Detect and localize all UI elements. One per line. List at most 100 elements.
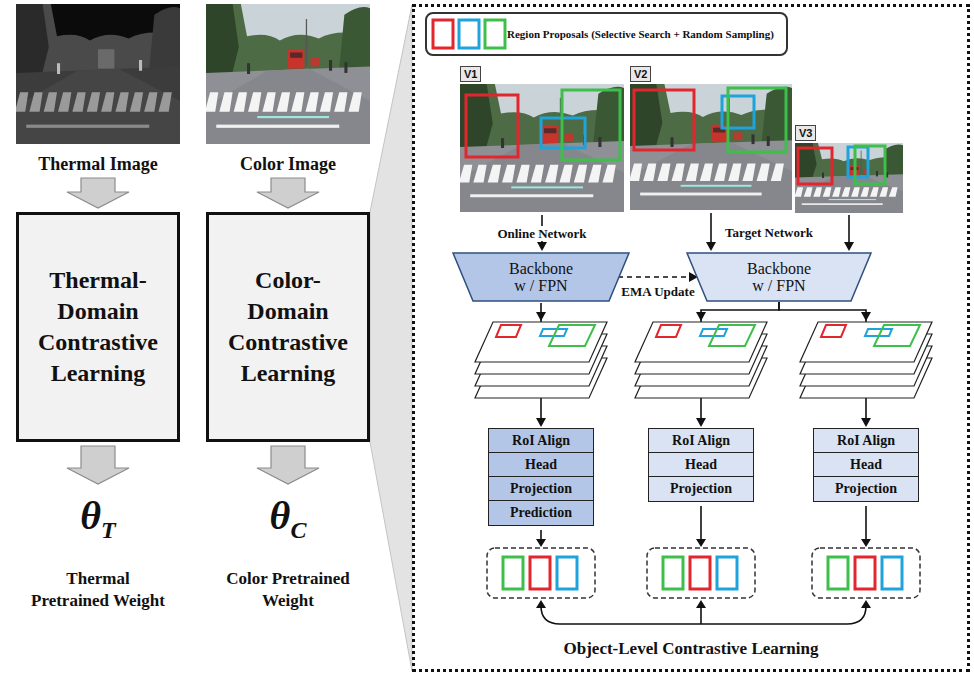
- view-tag: V3: [795, 125, 816, 141]
- proposal-boxes-rect: [634, 90, 694, 150]
- box-title: Thermal-Domain Contrastive Learning: [25, 265, 171, 390]
- theta-symbol: θ: [80, 493, 101, 538]
- connector: [67, 446, 129, 484]
- output-groups-use: [487, 548, 595, 598]
- layer-name: Projection: [489, 477, 593, 501]
- output-arrowheads-polygon: [696, 539, 706, 547]
- proposal-key-box: Region Proposals (Selective Search + Ran…: [425, 12, 788, 56]
- view-image: V1: [460, 66, 624, 214]
- weight-output: θT Thermal Pretrained Weight: [12, 488, 184, 638]
- connector-line: [710, 213, 712, 243]
- weight-label: Thermal Pretrained Weight: [28, 568, 168, 612]
- feature-maps-use: [800, 312, 932, 398]
- contrast-arrows-polygon: [696, 600, 706, 608]
- photo-images-use: [15, 4, 180, 144]
- feature-maps: [475, 312, 932, 398]
- connector: [257, 178, 319, 208]
- block-arrow: [257, 446, 319, 484]
- layer-stack: RoI AlignHeadProjection: [813, 428, 919, 502]
- edge-label: Online Network: [494, 226, 589, 241]
- block-arrow: [257, 178, 319, 208]
- connector: [844, 215, 854, 251]
- arrowhead: [536, 418, 546, 427]
- proposal-boxes-rect: [562, 90, 620, 160]
- photo-images-use: [205, 4, 370, 144]
- view-tag: V2: [630, 66, 651, 82]
- connector: [67, 178, 129, 208]
- feature-maps-use: [475, 312, 607, 398]
- proposal-boxes-rect: [433, 20, 453, 48]
- backbone-label: Backbone w / FPN: [740, 260, 818, 294]
- photo-images-use: [629, 84, 792, 210]
- edge-label-holder: EMA Update: [618, 282, 697, 300]
- edge-label-holder: Target Network: [722, 223, 816, 241]
- arrowhead: [696, 418, 706, 427]
- backbone-trapezoid: Backbone w / FPN: [452, 252, 630, 302]
- photo-images-use: [794, 143, 903, 213]
- connector-line: [618, 276, 690, 278]
- process-box: Thermal-Domain Contrastive Learning: [16, 212, 180, 442]
- edge-label: EMA Update: [618, 284, 697, 299]
- proposal-key-text: Region Proposals (Selective Search + Ran…: [507, 28, 774, 40]
- layer-name: RoI Align: [649, 429, 753, 453]
- proposal-boxes-rect: [466, 95, 518, 157]
- image-panel: Thermal Image: [12, 4, 184, 174]
- proposal-boxes-rect: [459, 20, 479, 48]
- arrowhead: [861, 418, 871, 427]
- connector: [706, 213, 716, 251]
- connector: [257, 446, 319, 484]
- proposal-boxes-rect: [855, 146, 885, 184]
- edge-label: Target Network: [722, 225, 816, 240]
- proposal-boxes: [433, 20, 885, 184]
- output-arrowheads-polygon: [861, 539, 871, 547]
- theta-symbol: θ: [270, 493, 291, 538]
- contrast-arrows-polygon: [861, 600, 871, 608]
- image-caption: Thermal Image: [38, 154, 157, 174]
- block-arrow: [67, 446, 129, 484]
- layer-name: Prediction: [489, 501, 593, 525]
- theta-subscript: T: [101, 517, 116, 543]
- block-arrow: [67, 178, 129, 208]
- contrast-arrows: [536, 600, 871, 624]
- output-groups: [487, 548, 920, 598]
- view-image: V3: [795, 125, 903, 214]
- proposal-boxes-rect: [798, 148, 832, 184]
- contrast-arrows-path: [541, 606, 866, 624]
- view-tag: V1: [460, 66, 481, 82]
- weight-label: Color Pretrained Weight: [218, 568, 358, 612]
- region-caption: Object-Level Contrastive Learning: [564, 639, 819, 659]
- proposal-boxes-rect: [485, 20, 505, 48]
- feature-maps-use: [635, 312, 767, 398]
- connector: [618, 272, 698, 282]
- arrowhead: [844, 242, 854, 251]
- layer-name: RoI Align: [489, 429, 593, 453]
- output-arrowheads: [536, 539, 871, 547]
- view-image: V2: [630, 66, 792, 212]
- layer-name: RoI Align: [814, 429, 918, 453]
- photo-images: [15, 4, 903, 213]
- backbone-outline: [687, 253, 871, 301]
- process-box: Color-Domain Contrastive Learning: [206, 212, 370, 442]
- detail-region: Object-Level Contrastive Learning Region …: [412, 4, 970, 672]
- contrast-arrows-polygon: [536, 600, 546, 608]
- output-arrows-line: [700, 506, 702, 541]
- box-title: Color-Domain Contrastive Learning: [215, 265, 361, 390]
- theta-line: θC: [270, 492, 307, 554]
- output-groups-use: [812, 548, 920, 598]
- edge-label-holder: Online Network: [494, 224, 589, 242]
- layer-stack: RoI AlignHeadProjectionPrediction: [488, 428, 594, 526]
- output-groups-use: [647, 548, 755, 598]
- layer-name: Projection: [649, 477, 753, 501]
- proposal-boxes-rect: [848, 147, 868, 177]
- backbone-outline: [453, 253, 629, 301]
- theta-subscript: C: [290, 517, 306, 543]
- weight-output: θC Color Pretrained Weight: [202, 488, 374, 638]
- layer-name: Head: [489, 453, 593, 477]
- contrast-arrows-path: [700, 606, 702, 624]
- layer-name: Projection: [814, 477, 918, 501]
- zoom-fan: [370, 5, 412, 671]
- arrowhead: [537, 242, 547, 251]
- photo-images-use: [459, 84, 624, 212]
